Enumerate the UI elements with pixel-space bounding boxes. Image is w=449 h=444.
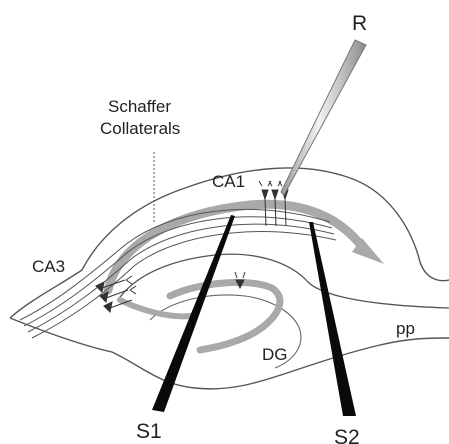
stim-electrode-2-label: S2 xyxy=(334,426,360,444)
perforant-path-label: pp xyxy=(396,319,415,338)
ca3-label: CA3 xyxy=(32,257,65,276)
slice-outline xyxy=(10,168,449,389)
schaffer-label-line1: Schaffer xyxy=(108,97,171,116)
stim-electrode-2 xyxy=(309,222,356,416)
stim-electrode-1-label: S1 xyxy=(136,420,162,443)
hippocampal-fissure xyxy=(118,254,449,308)
ca1-label: CA1 xyxy=(212,172,245,191)
dentate-gyrus-label: DG xyxy=(262,345,288,364)
recording-electrode-label: R xyxy=(352,12,367,35)
recording-electrode xyxy=(281,40,366,195)
schaffer-label-line2: Collaterals xyxy=(100,119,180,138)
